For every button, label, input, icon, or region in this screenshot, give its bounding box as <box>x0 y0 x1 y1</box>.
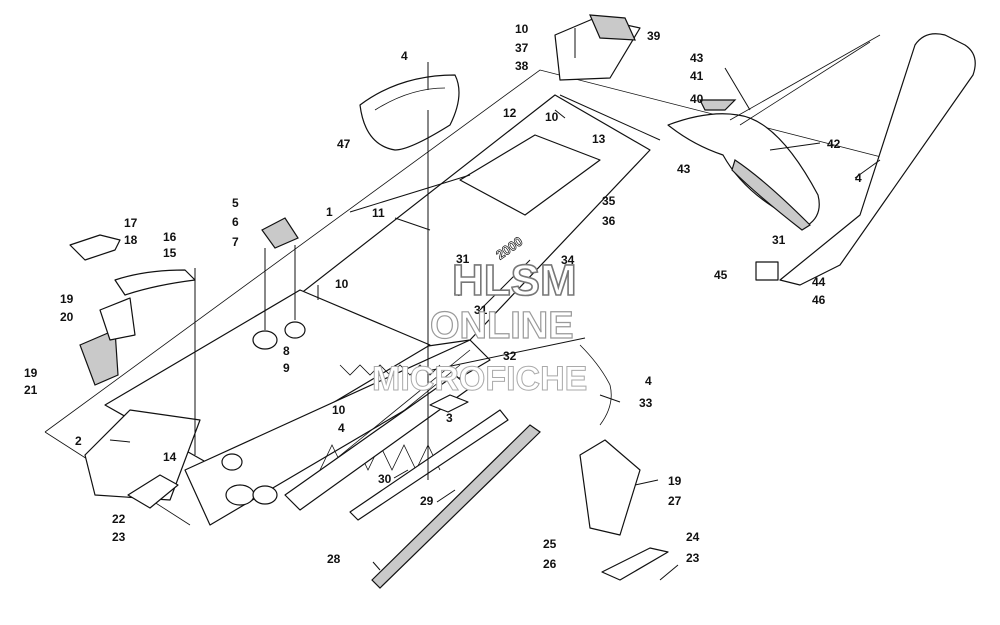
leader-lines <box>109 28 881 581</box>
callout-47: 47 <box>337 137 351 151</box>
tunnel: 2000 <box>84 94 651 526</box>
callout-4: 4 <box>401 49 408 63</box>
callout-19: 19 <box>60 292 74 306</box>
callout-45: 45 <box>714 268 728 282</box>
callout-31: 31 <box>772 233 786 247</box>
callout-11: 11 <box>372 206 385 220</box>
callout-10: 10 <box>332 403 346 417</box>
part-25 <box>579 439 641 536</box>
part-7 <box>261 217 299 249</box>
callout-4: 4 <box>454 285 461 299</box>
callouts: 1 2 3 4 4 4 4 4 5 6 7 8 9 10 10 10 10 11… <box>24 22 862 571</box>
snowflap <box>667 113 820 231</box>
callout-27: 27 <box>668 494 682 508</box>
callout-44: 44 <box>812 275 826 289</box>
callout-2: 2 <box>75 434 82 448</box>
rear-bumper <box>729 33 976 286</box>
part-45 <box>755 261 779 281</box>
tunnel-cutout <box>252 485 278 505</box>
seat-cap <box>359 74 460 151</box>
callout-32: 32 <box>503 349 517 363</box>
callout-21: 21 <box>24 383 38 397</box>
callout-12: 12 <box>503 106 517 120</box>
callout-38: 38 <box>515 59 529 73</box>
part-41 <box>699 99 737 111</box>
tunnel-cutout <box>225 484 255 506</box>
callout-3: 3 <box>446 411 453 425</box>
watermark-line1: HLSM <box>452 256 577 305</box>
callout-22: 22 <box>112 512 126 526</box>
watermark: HLSM ONLINE MICROFICHE <box>372 255 588 398</box>
running-boards <box>284 337 612 589</box>
callout-10: 10 <box>515 22 529 36</box>
support-bar <box>431 337 586 371</box>
taillight <box>554 14 641 81</box>
watermark-line3: MICROFICHE <box>372 360 587 398</box>
callout-39: 39 <box>647 29 661 43</box>
callout-35: 35 <box>602 194 616 208</box>
callout-16: 16 <box>163 230 177 244</box>
callout-43: 43 <box>690 51 704 65</box>
callout-46: 46 <box>812 293 826 307</box>
part-9 <box>284 321 306 339</box>
callout-17: 17 <box>124 216 138 230</box>
callout-8: 8 <box>283 344 290 358</box>
callout-20: 20 <box>60 310 74 324</box>
callout-42: 42 <box>827 137 841 151</box>
part-8 <box>252 330 278 350</box>
part-3 <box>429 394 469 413</box>
callout-7: 7 <box>232 235 239 249</box>
callout-5: 5 <box>232 196 239 210</box>
watermark-line2: ONLINE <box>430 305 574 347</box>
callout-28: 28 <box>327 552 341 566</box>
small-parts <box>69 94 779 581</box>
part-13 <box>559 94 661 141</box>
callout-23: 23 <box>686 551 700 565</box>
callout-33: 33 <box>639 396 653 410</box>
callout-13: 13 <box>592 132 606 146</box>
part-22 <box>127 474 179 509</box>
callout-36: 36 <box>602 214 616 228</box>
callout-4: 4 <box>855 171 862 185</box>
retaining-chain <box>579 344 612 426</box>
callout-34: 34 <box>561 253 575 267</box>
callout-24: 24 <box>686 530 700 544</box>
callout-15: 15 <box>163 246 177 260</box>
callout-41: 41 <box>690 69 704 83</box>
callout-23: 23 <box>112 530 126 544</box>
callout-4: 4 <box>645 374 652 388</box>
callout-19: 19 <box>24 366 38 380</box>
part-20 <box>79 329 119 386</box>
callout-6: 6 <box>232 215 239 229</box>
callout-1: 1 <box>326 205 333 219</box>
part-20b <box>99 297 136 341</box>
callout-37: 37 <box>515 41 529 55</box>
callout-18: 18 <box>124 233 138 247</box>
part-17 <box>69 234 121 261</box>
callout-10: 10 <box>545 110 559 124</box>
callout-30: 30 <box>378 472 392 486</box>
callout-40: 40 <box>690 92 704 106</box>
part-15 <box>114 269 196 296</box>
callout-29: 29 <box>420 494 434 508</box>
callout-31: 31 <box>474 303 488 317</box>
callout-9: 9 <box>283 361 290 375</box>
tunnel-cutout <box>221 453 243 471</box>
part-24 <box>601 547 669 581</box>
callout-25: 25 <box>543 537 557 551</box>
callout-10: 10 <box>335 277 349 291</box>
callout-19: 19 <box>668 474 682 488</box>
bumper-tube <box>371 424 541 589</box>
callout-43: 43 <box>677 162 691 176</box>
callout-14: 14 <box>163 450 177 464</box>
callout-31: 31 <box>456 252 470 266</box>
callout-4: 4 <box>338 421 345 435</box>
callout-26: 26 <box>543 557 557 571</box>
